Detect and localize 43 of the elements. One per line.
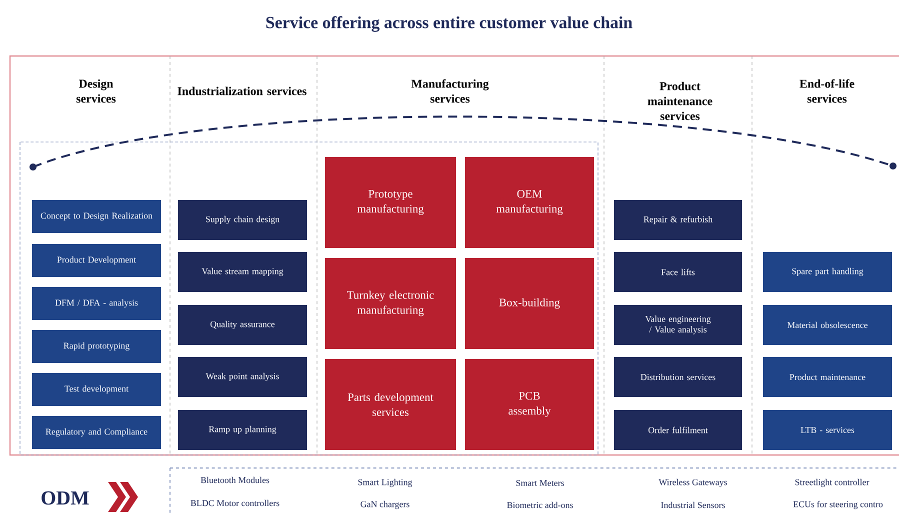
column-heading: Product maintenance services: [648, 82, 712, 120]
service-box: Concept to Design Realization: [32, 200, 161, 233]
service-box: Value engineering / Value analysis: [614, 305, 742, 345]
service-box: DFM / DFA - analysis: [32, 287, 161, 320]
title: Service offering across entire customer value chain: [266, 16, 632, 32]
service-box: OEM manufacturing: [465, 157, 594, 248]
product-label: Wireless Gateways: [658, 478, 727, 488]
service-box: Turnkey electronic manufacturing: [325, 258, 456, 349]
product-label: Smart Meters: [516, 480, 564, 486]
service-box: Product maintenance: [763, 357, 892, 397]
product-label: Biometric add-ons: [507, 502, 573, 508]
service-box: Prototype manufacturing: [325, 157, 456, 248]
service-box: Order fulfilment: [614, 410, 742, 450]
column-heading: Manufacturing services: [411, 79, 489, 103]
service-box: Distribution services: [614, 357, 742, 397]
column-heading: Design services: [76, 79, 116, 103]
product-label: Bluetooth Modules: [200, 476, 270, 484]
service-box: PCB assembly: [465, 359, 594, 450]
service-box: Ramp up planning: [178, 410, 307, 450]
odm-label: ODM: [42, 491, 89, 505]
product-label: Smart Lighting: [358, 478, 412, 488]
product-label: ECUs for steering contro: [793, 500, 883, 510]
column-heading: Industrialization services: [178, 86, 306, 96]
service-box: Product Development: [32, 244, 161, 277]
service-box: Quality assurance: [178, 305, 307, 345]
service-box: Parts development services: [325, 359, 456, 450]
service-box: Material obsolescence: [763, 305, 892, 345]
column-heading: End-of-life services: [800, 79, 854, 103]
service-box: Value stream mapping: [178, 252, 307, 292]
product-label: BLDC Motor controllers: [190, 500, 280, 506]
service-box: Repair & refurbish: [614, 200, 742, 240]
service-box: Spare part handling: [763, 252, 892, 292]
service-box: LTB - services: [763, 410, 892, 450]
service-box: Test development: [32, 373, 161, 406]
product-label: Industrial Sensors: [661, 502, 725, 508]
service-box: Supply chain design: [178, 200, 307, 240]
product-label: GaN chargers: [360, 500, 410, 510]
service-box: Face lifts: [614, 252, 742, 292]
service-box: Weak point analysis: [178, 357, 307, 397]
service-box: Rapid prototyping: [32, 330, 161, 363]
product-label: Streetlight controller: [795, 478, 870, 488]
service-box: Regulatory and Compliance: [32, 416, 161, 449]
service-box: Box-building: [465, 258, 594, 349]
